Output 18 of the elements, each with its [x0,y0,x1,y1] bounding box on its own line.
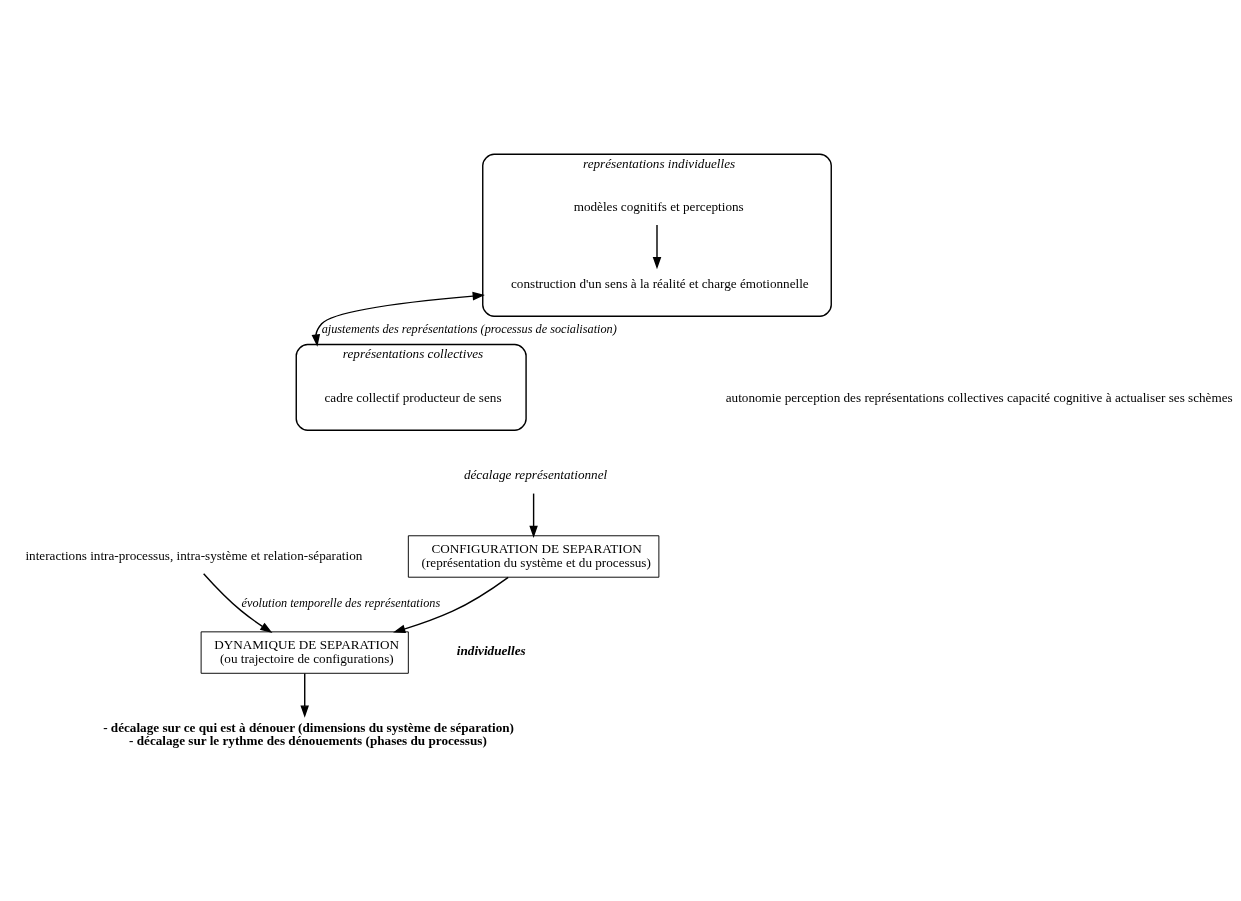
label: autonomie perception des représentations collectives capacité cognitive à actualiser ses schèmes [725,389,1233,405]
label: individuelles [456,642,526,658]
edge-label: évolution temporelle des représentations [241,595,441,610]
node-box: CONFIGURATION DE SEPARATION (représentation du système et du processus) [407,534,660,578]
node-text: décalage représentationnel [463,466,608,482]
node-box: DYNAMIQUE DE SEPARATION (ou trajectoire de configurations) [200,630,409,674]
node-text: interactions intra-processus, intra-système et relation-séparation [25,547,363,563]
arrow [202,572,273,633]
node-text: modèles cognitifs et perceptions [573,198,744,214]
arrow [300,672,310,718]
arrow [529,492,538,538]
node-text: cadre collectif producteur de sens [324,389,502,405]
arrow [393,576,509,633]
arrow [311,291,485,347]
node-text: construction d'un sens à la réalité et charge émotionnelle [511,275,809,291]
arrow [652,223,662,269]
node-text: - décalage sur ce qui est à dénouer (dimensions du système de séparation) - décalage sur le rythme des dénouements (phases du processus) [103,719,514,748]
edge-label: ajustements des représentations (processus de socialisation) [321,321,617,336]
